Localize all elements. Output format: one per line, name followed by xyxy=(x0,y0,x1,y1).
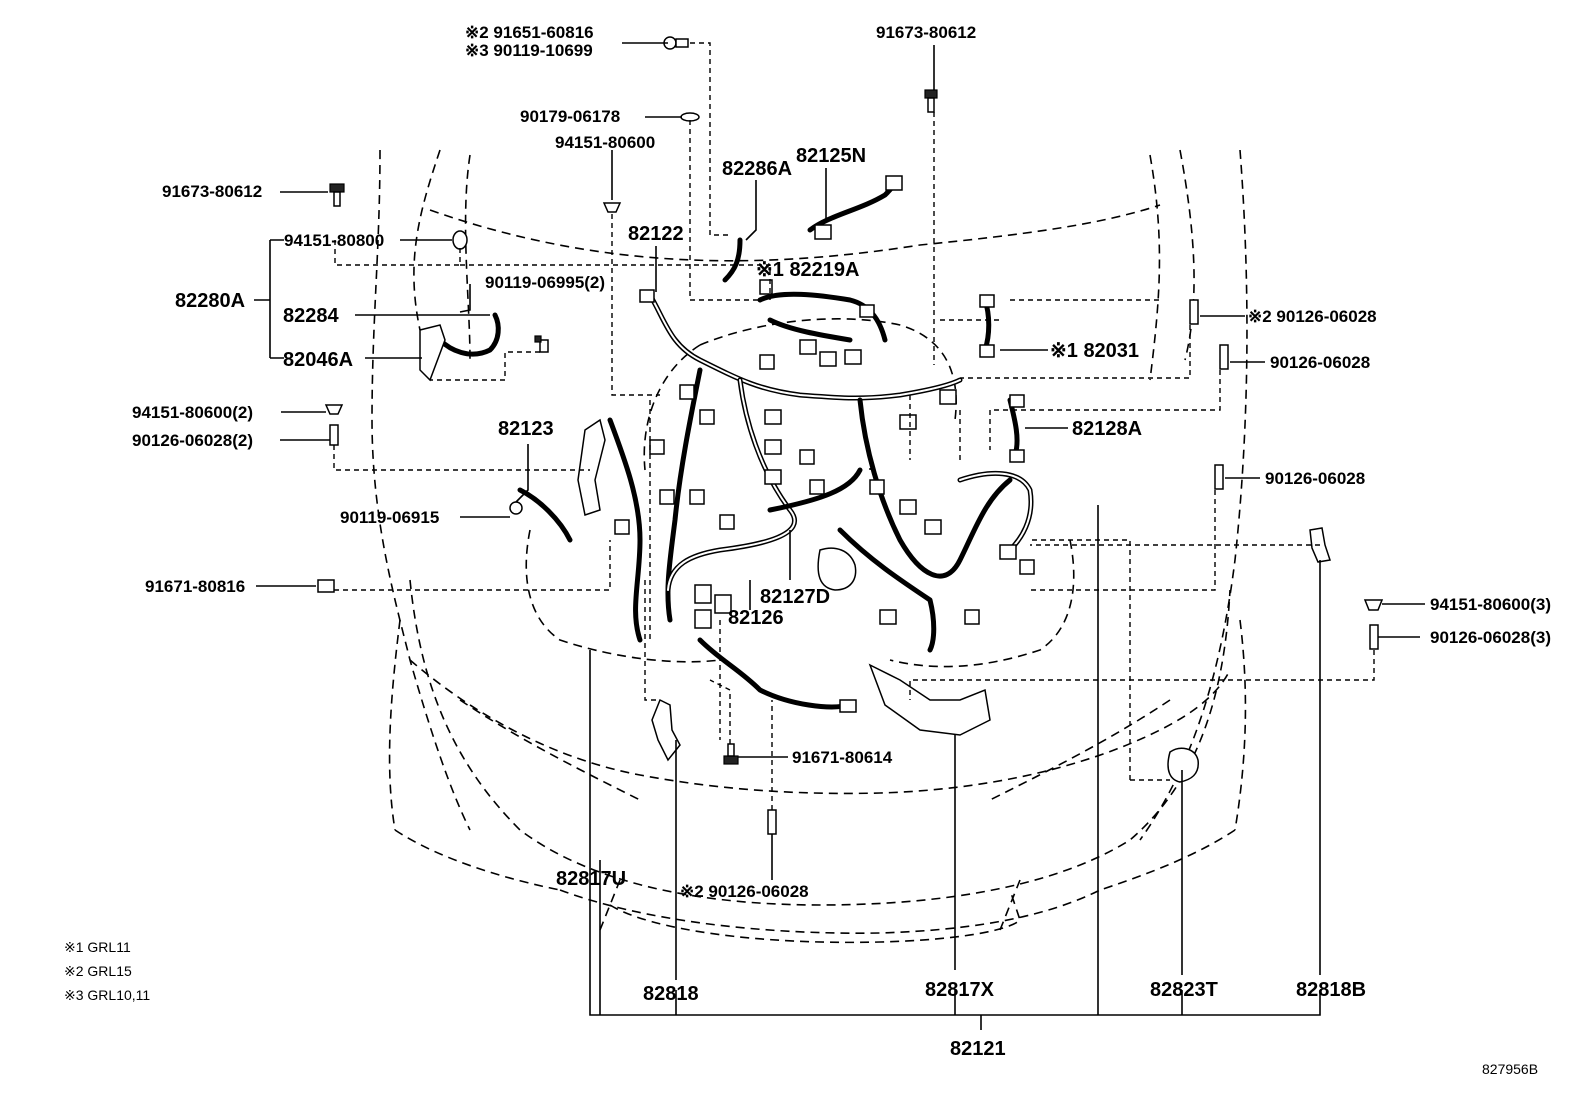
label-p17: ※1 82031 xyxy=(1050,340,1139,362)
fasteners xyxy=(317,36,1384,835)
label-p16: ※2 90126-06028 xyxy=(1248,307,1377,326)
label-p7: 82125N xyxy=(796,145,866,167)
label-p10: 82122 xyxy=(628,223,684,245)
label-p5: 94151-80600 xyxy=(555,133,655,152)
label-p2: ※3 90119-10699 xyxy=(465,41,593,60)
label-p14: 82284 xyxy=(283,305,339,327)
label-p19: 94151-80600(2) xyxy=(132,403,253,422)
label-p31: 82817U xyxy=(556,868,626,890)
label-p33: 82818 xyxy=(643,983,699,1005)
label-p18: 90126-06028 xyxy=(1270,353,1370,372)
footnote-2: ※2 GRL15 xyxy=(64,963,132,979)
diagram-id: 827956B xyxy=(1482,1061,1538,1077)
footnote-3: ※3 GRL10,11 xyxy=(64,987,150,1003)
label-p29: 90126-06028(3) xyxy=(1430,628,1551,647)
label-p34: 82817X xyxy=(925,979,995,1001)
label-p3: 91673-80612 xyxy=(876,23,976,42)
main-wire-harness xyxy=(437,177,1034,710)
connectors xyxy=(614,175,1035,713)
footnotes: ※1 GRL11 ※2 GRL15 ※3 GRL10,11 xyxy=(64,939,150,1003)
label-p23: 90126-06028 xyxy=(1265,469,1365,488)
label-p12: 90119-06995(2) xyxy=(485,273,605,292)
label-p22: 82128A xyxy=(1072,418,1142,440)
footnote-1: ※1 GRL11 xyxy=(64,939,131,955)
label-p28: 94151-80600(3) xyxy=(1430,595,1551,614)
label-p26: 82127D xyxy=(760,586,830,608)
label-p15: 82046A xyxy=(283,349,353,371)
label-p9: 94151-80800 xyxy=(284,231,384,250)
brackets xyxy=(419,324,1331,783)
label-p21: 82123 xyxy=(498,418,554,440)
label-p11: ※1 82219A xyxy=(756,259,860,281)
label-p35: 82823T xyxy=(1150,979,1218,1001)
label-p4: 90179-06178 xyxy=(520,107,620,126)
label-p24: 90119-06915 xyxy=(340,508,439,527)
label-p30: 91671-80614 xyxy=(792,748,893,767)
label-p20: 90126-06028(2) xyxy=(132,431,253,450)
reference-dashes xyxy=(333,42,1375,810)
label-p13: 82280A xyxy=(175,290,245,312)
leader-lines xyxy=(254,42,1425,1030)
label-p32: ※2 90126-06028 xyxy=(680,882,809,901)
label-p27: 82126 xyxy=(728,607,784,629)
label-p37: 82121 xyxy=(950,1038,1006,1060)
label-p36: 82818B xyxy=(1296,979,1366,1001)
label-p8: 91673-80612 xyxy=(162,182,262,201)
label-p1: ※2 91651-60816 xyxy=(465,23,594,42)
part-labels: ※2 91651-60816 ※3 90119-10699 91673-8061… xyxy=(132,23,1551,1060)
label-p6: 82286A xyxy=(722,158,792,180)
label-p25: 91671-80816 xyxy=(145,577,245,596)
